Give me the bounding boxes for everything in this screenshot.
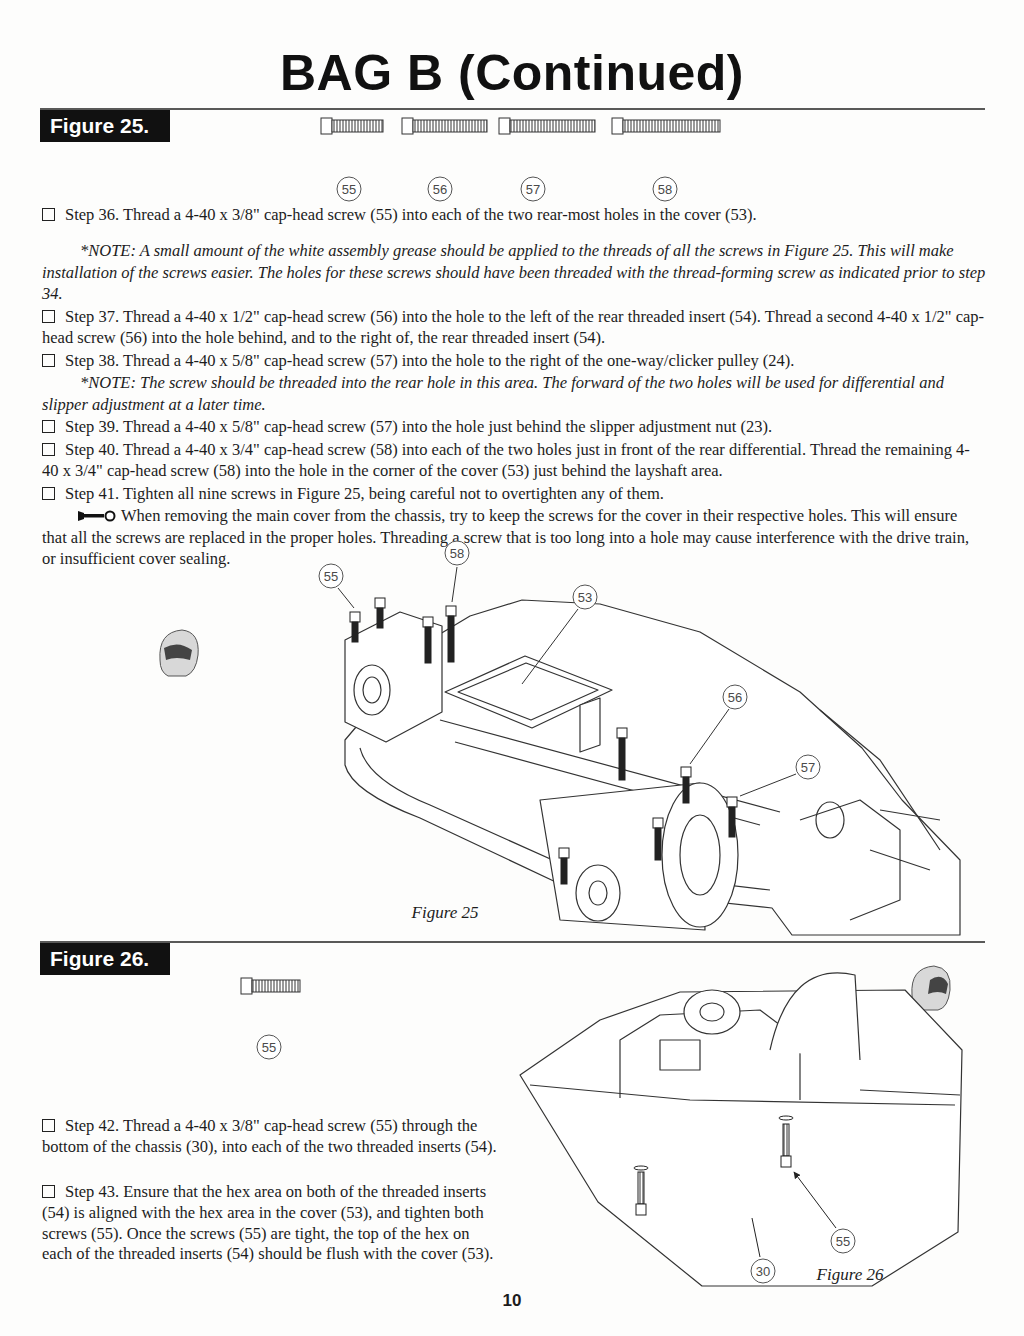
callout-text: 55	[342, 182, 356, 197]
chassis-bottom-illustration	[520, 973, 962, 1286]
checkbox	[42, 487, 55, 500]
text: Step 41. Tighten all nine screws in Figu…	[65, 484, 664, 503]
page-title: BAG B (Continued)	[280, 44, 744, 102]
callout-number: 53	[572, 584, 598, 610]
note-text: *NOTE: The screw should be threaded into…	[42, 372, 986, 415]
checkbox	[42, 310, 55, 323]
text: *NOTE: The screw should be threaded into…	[42, 373, 944, 414]
checkbox	[42, 443, 55, 456]
text: Step 38. Thread a 4-40 x 5/8" cap-head s…	[65, 351, 794, 370]
checkbox	[42, 420, 55, 433]
callout-number: 56	[722, 684, 748, 710]
callout-text: 55	[836, 1234, 850, 1249]
text: Step 37. Thread a 4-40 x 1/2" cap-head s…	[42, 307, 984, 348]
step-text: Step 42. Thread a 4-40 x 3/8" cap-head s…	[42, 1116, 502, 1158]
tip-text: When removing the main cover from the ch…	[42, 505, 986, 570]
text: Step 39. Thread a 4-40 x 5/8" cap-head s…	[65, 417, 772, 436]
figure-heading: Figure 26.	[50, 947, 149, 971]
step-text: Step 38. Thread a 4-40 x 5/8" cap-head s…	[42, 350, 986, 372]
callout-number: 30	[750, 1258, 776, 1284]
callout-number: 56	[427, 176, 453, 202]
callout-number: 57	[795, 754, 821, 780]
callout-text: 58	[450, 546, 464, 561]
text: *NOTE: A small amount of the white assem…	[42, 241, 985, 303]
checkbox	[42, 208, 55, 221]
text: Figure 25	[412, 903, 479, 922]
callout-text: 57	[526, 182, 540, 197]
page-number: 10	[503, 1290, 522, 1312]
checkbox	[42, 354, 55, 367]
step-text: Step 36. Thread a 4-40 x 3/8" cap-head s…	[42, 204, 986, 226]
text: Step 42. Thread a 4-40 x 3/8" cap-head s…	[42, 1116, 497, 1156]
chassis-illustration	[345, 600, 960, 935]
step-text: Step 40. Thread a 4-40 x 3/4" cap-head s…	[42, 439, 986, 482]
figure-caption: Figure 25	[412, 902, 479, 924]
figure-heading: Figure 25.	[50, 114, 149, 138]
callout-number: 55	[256, 1034, 282, 1060]
step-text: Step 37. Thread a 4-40 x 1/2" cap-head s…	[42, 306, 986, 349]
text: 10	[503, 1291, 522, 1310]
callout-text: 58	[658, 182, 672, 197]
leader-lines	[752, 1172, 836, 1257]
screws	[634, 1116, 793, 1215]
step-text: Step 41. Tighten all nine screws in Figu…	[42, 483, 986, 505]
callout-text: 53	[578, 590, 592, 605]
text: Step 36. Thread a 4-40 x 3/8" cap-head s…	[65, 205, 757, 224]
note-text: *NOTE: A small amount of the white assem…	[42, 240, 986, 305]
rule	[40, 941, 985, 943]
checkbox	[42, 1185, 55, 1198]
callout-text: 56	[728, 690, 742, 705]
callout-text: 55	[324, 569, 338, 584]
callout-text: 57	[801, 760, 815, 775]
text: When removing the main cover from the ch…	[42, 506, 969, 568]
callout-text: 55	[262, 1040, 276, 1055]
callout-number: 55	[336, 176, 362, 202]
callout-number: 55	[318, 563, 344, 589]
rule	[40, 108, 985, 110]
checkbox	[42, 1119, 55, 1132]
step-text: Step 39. Thread a 4-40 x 5/8" cap-head s…	[42, 416, 986, 438]
text: Figure 26	[817, 1265, 884, 1284]
figure-caption: Figure 26	[817, 1264, 884, 1286]
screws	[350, 598, 737, 884]
step-text: Step 43. Ensure that the hex area on bot…	[42, 1182, 502, 1265]
text: Step 43. Ensure that the hex area on bot…	[42, 1182, 493, 1263]
callout-number: 58	[444, 540, 470, 566]
tip-icon	[78, 511, 115, 521]
callout-number: 58	[652, 176, 678, 202]
callout-text: 30	[756, 1264, 770, 1279]
text: Step 40. Thread a 4-40 x 3/4" cap-head s…	[42, 440, 970, 481]
leader-lines	[338, 567, 796, 796]
figure-heading-bar: Figure 26.	[40, 943, 170, 975]
callout-number: 55	[830, 1228, 856, 1254]
callout-text: 56	[433, 182, 447, 197]
callout-number: 57	[520, 176, 546, 202]
figure-heading-bar: Figure 25.	[40, 110, 170, 142]
